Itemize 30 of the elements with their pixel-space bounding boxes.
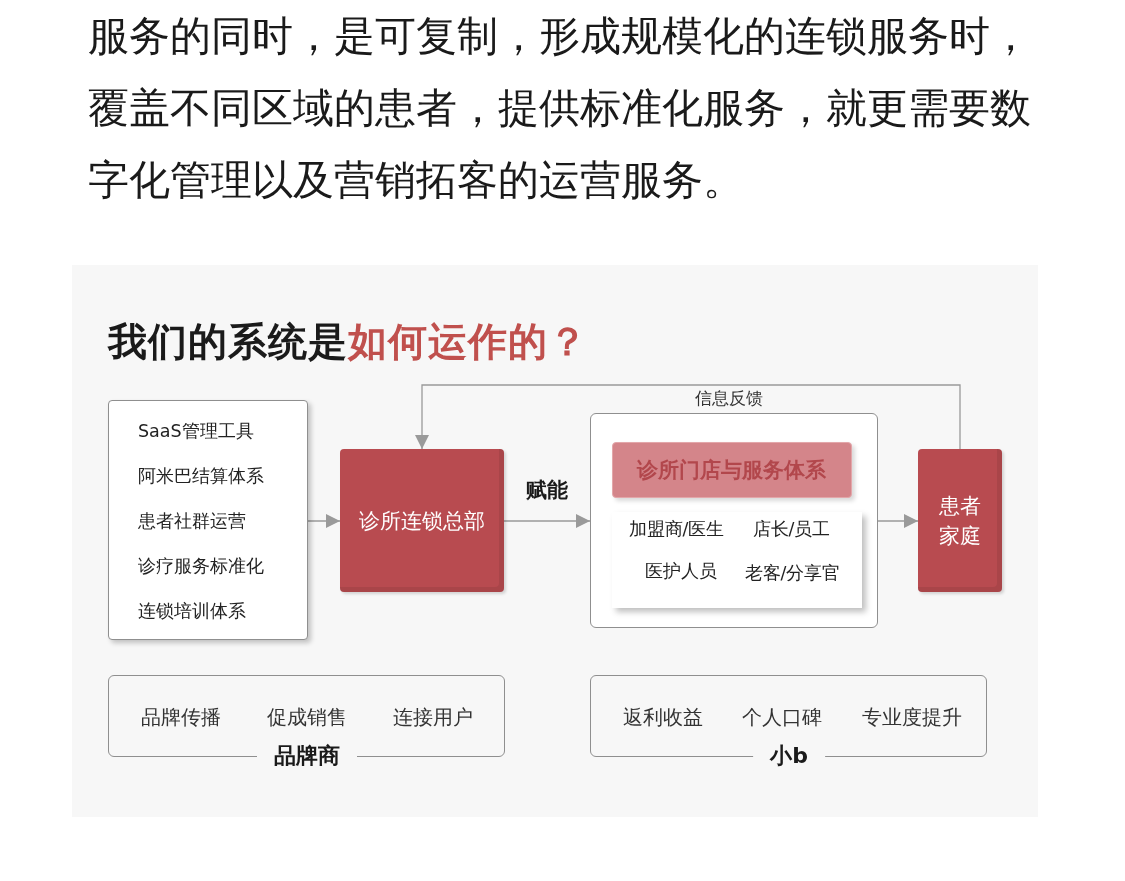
list-item: 诊疗服务标准化	[138, 556, 264, 578]
list-item: 连锁培训体系	[138, 601, 246, 623]
group-heading: 小b	[753, 742, 825, 770]
arrow	[877, 514, 919, 528]
list-item: SaaS管理工具	[138, 421, 254, 443]
role-text: 店长/员工	[752, 518, 831, 541]
arrow	[415, 384, 961, 450]
role-card	[611, 511, 862, 608]
benefit-text: 连接用户	[393, 704, 473, 730]
process-box: 诊所连锁总部	[340, 449, 504, 592]
benefit-text: 返利收益	[623, 704, 703, 730]
arrow	[307, 514, 341, 528]
edge-label: 赋能	[526, 476, 568, 504]
group-box	[590, 413, 878, 628]
process-box: 患者家庭	[918, 449, 1002, 592]
benefit-text: 专业度提升	[862, 704, 962, 730]
role-text: 医护人员	[644, 560, 717, 583]
benefit-text: 品牌传播	[141, 704, 221, 730]
title: 我们的系统是如何运作的？	[108, 318, 588, 366]
body-text: 服务的同时，是可复制，形成规模化的连锁服务时，覆盖不同区域的患者，提供标准化服务，就更需要数字化管理以及营销拓客的运营服务。	[88, 11, 1032, 206]
list-item: 患者社群运营	[138, 511, 246, 533]
list-item: 阿米巴结算体系	[138, 466, 264, 488]
benefit-text: 个人口碑	[742, 704, 822, 730]
edge-label: 信息反馈	[695, 388, 763, 410]
arrow	[503, 514, 591, 528]
benefit-text: 促成销售	[267, 704, 347, 730]
list-box	[108, 400, 308, 640]
title-banner: 诊所门店与服务体系	[611, 441, 852, 498]
role-text: 老客/分享官	[744, 562, 841, 585]
role-text: 加盟商/医生	[628, 518, 725, 541]
